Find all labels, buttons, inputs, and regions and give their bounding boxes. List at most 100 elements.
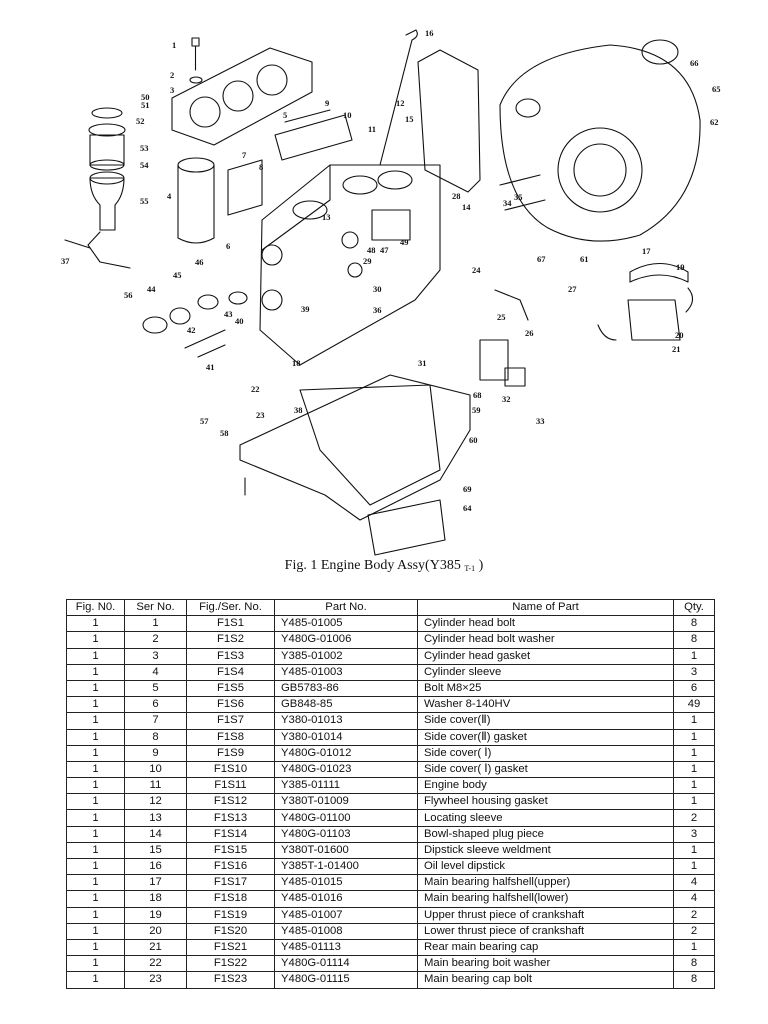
cell-part-name: Locating sleeve [417, 809, 674, 827]
oil-pan [239, 374, 471, 556]
svg-text:59: 59 [472, 405, 481, 415]
cell-qty: 1 [673, 647, 715, 665]
svg-text:67: 67 [537, 254, 546, 264]
svg-text:49: 49 [400, 237, 409, 247]
svg-text:20: 20 [675, 330, 684, 340]
cell-fig-no: 1 [66, 825, 125, 843]
cell-part-no: Y380T-01600 [274, 841, 418, 860]
cell-ser-no: 2 [124, 631, 187, 649]
misc-bolts [64, 174, 546, 496]
cell-qty: 3 [673, 663, 715, 681]
cell-fig-no: 1 [66, 890, 125, 908]
cell-part-no: Y385T-1-01400 [274, 857, 418, 876]
cell-part-name: Main bearing boit washer [417, 955, 674, 973]
svg-text:45: 45 [173, 270, 182, 280]
svg-text:25: 25 [497, 312, 506, 322]
cell-qty: 2 [673, 906, 715, 924]
svg-text:14: 14 [462, 202, 471, 212]
svg-text:57: 57 [200, 416, 209, 426]
svg-text:64: 64 [463, 503, 472, 513]
cell-qty: 6 [673, 679, 715, 698]
svg-text:32: 32 [502, 394, 511, 404]
svg-text:37: 37 [61, 256, 70, 266]
main-bearing-halfshells [597, 263, 694, 341]
svg-text:40: 40 [235, 316, 244, 326]
cell-part-no: GB5783-86 [274, 679, 418, 698]
svg-text:23: 23 [256, 410, 265, 420]
svg-text:13: 13 [322, 212, 331, 222]
svg-text:58: 58 [220, 428, 229, 438]
cell-fig-no: 1 [66, 906, 125, 924]
cell-ser-no: 23 [124, 971, 187, 989]
svg-text:18: 18 [292, 358, 301, 368]
cell-ser-no: 3 [124, 647, 187, 665]
svg-text:52: 52 [136, 116, 145, 126]
cell-part-name: Main bearing halfshell(upper) [417, 874, 674, 892]
svg-text:61: 61 [580, 254, 589, 264]
cell-qty: 1 [673, 760, 715, 779]
cell-qty: 3 [673, 825, 715, 843]
header-fig-no: Fig. N0. [66, 598, 125, 617]
cell-ser-no: 4 [124, 663, 187, 681]
cell-part-no: Y380-01013 [274, 712, 418, 730]
cell-fig-no: 1 [66, 938, 125, 957]
cell-part-name: Cylinder head bolt [417, 615, 674, 633]
svg-text:42: 42 [187, 325, 196, 335]
flywheel-housing-gasket [417, 49, 481, 193]
cell-ser-no: 7 [124, 712, 187, 730]
cell-qty: 2 [673, 922, 715, 940]
cell-qty: 4 [673, 890, 715, 908]
cell-part-name: Dipstick sleeve weldment [417, 841, 674, 860]
cell-fig-ser-no: F1S6 [186, 696, 275, 714]
cell-part-name: Side cover(Ⅱ) gasket [417, 728, 674, 746]
cell-qty: 1 [673, 793, 715, 811]
cell-fig-no: 1 [66, 857, 125, 876]
cell-qty: 1 [673, 777, 715, 795]
cell-ser-no: 10 [124, 760, 187, 779]
svg-text:3: 3 [170, 85, 174, 95]
svg-text:39: 39 [301, 304, 310, 314]
cell-part-no: Y480G-01114 [274, 955, 418, 973]
cell-fig-ser-no: F1S15 [186, 841, 275, 860]
cell-part-name: Engine body [417, 777, 674, 795]
parts-table: Fig. N0. Ser No. Fig./Ser. No. Part No. … [66, 598, 715, 989]
svg-text:50: 50 [141, 92, 150, 102]
cell-ser-no: 11 [124, 777, 187, 795]
cell-part-no: Y380-01014 [274, 728, 418, 746]
flywheel-housing [499, 39, 701, 242]
cell-fig-ser-no: F1S16 [186, 857, 275, 876]
cell-fig-ser-no: F1S5 [186, 679, 275, 698]
svg-text:48: 48 [367, 245, 376, 255]
cell-fig-ser-no: F1S4 [186, 663, 275, 681]
cell-ser-no: 5 [124, 679, 187, 698]
svg-text:16: 16 [425, 28, 434, 38]
cell-ser-no: 13 [124, 809, 187, 827]
cell-part-no: GB848-85 [274, 696, 418, 714]
cell-qty: 4 [673, 874, 715, 892]
header-name-of-part: Name of Part [417, 598, 674, 617]
cell-part-name: Side cover( Ⅰ) gasket [417, 760, 674, 779]
cell-ser-no: 15 [124, 841, 187, 860]
svg-text:11: 11 [368, 124, 376, 134]
cell-part-no: Y380T-01009 [274, 793, 418, 811]
cell-part-name: Upper thrust piece of crankshaft [417, 906, 674, 924]
cell-part-name: Washer 8-140HV [417, 696, 674, 714]
svg-text:65: 65 [712, 84, 721, 94]
cell-part-no: Y485-01005 [274, 615, 418, 633]
cell-ser-no: 9 [124, 744, 187, 762]
engine-body-exploded-diagram: 1 2 3 4 5 6 7 8 9 10 11 12 13 14 15 16 1… [61, 28, 721, 556]
caption-sub: T-1 [464, 564, 476, 573]
cell-fig-no: 1 [66, 647, 125, 665]
svg-text:5: 5 [283, 110, 287, 120]
cell-ser-no: 16 [124, 857, 187, 876]
cell-part-no: Y385-01111 [274, 777, 418, 795]
